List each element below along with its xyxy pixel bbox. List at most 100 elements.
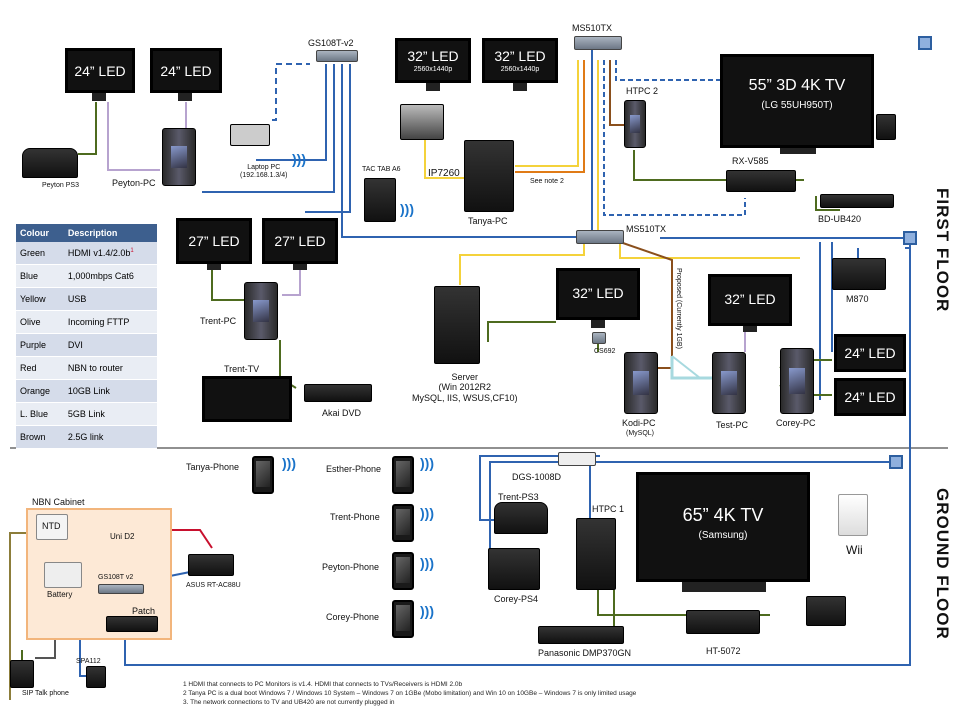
legend-description: USB — [63, 287, 157, 311]
dgs-1008d-switch — [558, 452, 596, 466]
tanya-phone-label: Tanya-Phone — [186, 462, 240, 472]
ground-floor-label: GROUND FLOOR — [933, 488, 952, 640]
legend-colour: Green — [16, 242, 64, 265]
see-note-label: See note 2 — [530, 178, 564, 185]
wifi-icon: ))) — [292, 151, 306, 167]
tanya-pc — [464, 140, 514, 212]
trent-pc-label: Trent-PC — [200, 316, 237, 326]
ms510tx-mid-label: MS510TX — [626, 224, 667, 234]
tv-55-lg: 55” 3D 4K TV(LG 55UH950T) — [720, 54, 874, 148]
wii-label: Wii — [846, 543, 863, 557]
asus-router — [188, 554, 234, 576]
m870-label: M870 — [846, 294, 869, 304]
laptop-pc — [230, 124, 270, 146]
proposed-label: Proposed (Currently 1GB) — [675, 268, 683, 349]
peyton-pc-label: Peyton-PC — [112, 178, 156, 188]
legend-description-text: 10GB Link — [67, 386, 110, 396]
kodi-sub-label: (MySQL) — [626, 430, 654, 437]
spa-blue-link — [79, 626, 88, 677]
legend-header-description: Description — [63, 224, 157, 242]
gs108t-top-label: GS108T-v2 — [308, 38, 354, 48]
trent-ps3 — [494, 502, 548, 534]
corey-ps4-label: Corey-PS4 — [494, 594, 539, 604]
test-pc — [712, 352, 746, 414]
legend-footnote-ref: 1 — [130, 248, 134, 254]
footnote-3: 3. The network connections to TV and UB4… — [183, 698, 395, 706]
lightblue-test-link — [671, 355, 701, 379]
ip7260-label: IP7260 — [428, 168, 460, 179]
legend-colour: Orange — [16, 379, 64, 403]
cs692-kvm — [592, 332, 606, 344]
legend-colour: L. Blue — [16, 402, 64, 426]
server — [434, 286, 480, 364]
ntd-label: NTD — [42, 521, 61, 531]
tv-trent — [202, 376, 292, 422]
ntd-device — [36, 514, 68, 540]
kodi-pc — [624, 352, 658, 414]
patch-panel — [106, 616, 158, 632]
legend-header-colour: Colour — [16, 224, 64, 242]
peyton-ps3 — [22, 148, 78, 178]
printer-ip7260 — [400, 104, 444, 140]
wifi-icon: ))) — [420, 603, 434, 619]
tanya-pc-label: Tanya-PC — [468, 216, 508, 226]
test-pc-label: Test-PC — [716, 420, 749, 430]
marker-square — [889, 455, 903, 469]
legend-colour: Brown — [16, 425, 64, 449]
tac-tab-a6 — [364, 178, 396, 222]
monitor-trent-right: 27” LED — [262, 218, 338, 264]
peyton-phone — [392, 552, 414, 590]
esther-phone — [392, 456, 414, 494]
ms510tx-top-switch — [574, 36, 622, 50]
monitor-trent-left: 27” LED — [176, 218, 252, 264]
trent-phone-label: Trent-Phone — [330, 512, 380, 522]
speakers-ground-floor — [806, 596, 846, 626]
monitor-stand — [92, 93, 106, 101]
nbn-cabinet-label: NBN Cabinet — [32, 497, 85, 507]
m870-printer — [832, 258, 886, 290]
ms510tx-mid-switch — [576, 230, 624, 244]
footnotes: 1 HDMI that connects to PC Monitors is v… — [183, 681, 636, 707]
legend-colour: Yellow — [16, 287, 64, 311]
sip-phone — [10, 660, 34, 688]
monitor-stand — [743, 326, 757, 332]
legend-description: DVI — [63, 333, 157, 357]
legend-description: NBN to router — [63, 356, 157, 380]
legend-description-text: NBN to router — [67, 363, 123, 373]
speakers-first-floor — [876, 114, 896, 140]
monitor-corey-top: 24” LED — [834, 334, 906, 372]
sip-label: SIP Talk phone — [22, 690, 69, 697]
peyton-ps3-label: Peyton PS3 — [42, 182, 79, 189]
esther-phone-label: Esther-Phone — [326, 464, 382, 474]
footnote-2: 2 Tanya PC is a dual boot Windows 7 / Wi… — [183, 689, 637, 697]
ht5072-label: HT-5072 — [706, 646, 741, 656]
legend-description-text: 5GB Link — [67, 409, 105, 419]
gs108t-low-label: GS108T v2 — [98, 574, 134, 581]
corey-ps4 — [488, 548, 540, 590]
gs108t-low-switch — [98, 584, 144, 594]
corey-pc — [780, 348, 814, 414]
laptop-label: Laptop PC (192.168.1.3/4) — [240, 164, 288, 180]
wii-console — [838, 494, 868, 536]
legend-colour: Purple — [16, 333, 64, 357]
orange-link — [515, 60, 585, 173]
tanya-phone — [252, 456, 274, 494]
wifi-icon: ))) — [420, 555, 434, 571]
peyton-pc — [162, 128, 196, 186]
peyton-phone-label: Peyton-Phone — [322, 562, 380, 572]
monitor-kodi: 32” LED — [556, 268, 640, 320]
panasonic-player — [538, 626, 624, 644]
uni-d2-label: Uni D2 — [110, 532, 135, 541]
brown-proposed-link — [619, 241, 673, 369]
marker-square — [918, 36, 932, 50]
htpc1-label: HTPC 1 — [592, 504, 625, 514]
legend-description: 10GB Link — [63, 379, 157, 403]
monitor-stand — [513, 83, 527, 91]
corey-pc-label: Corey-PC — [776, 418, 816, 428]
